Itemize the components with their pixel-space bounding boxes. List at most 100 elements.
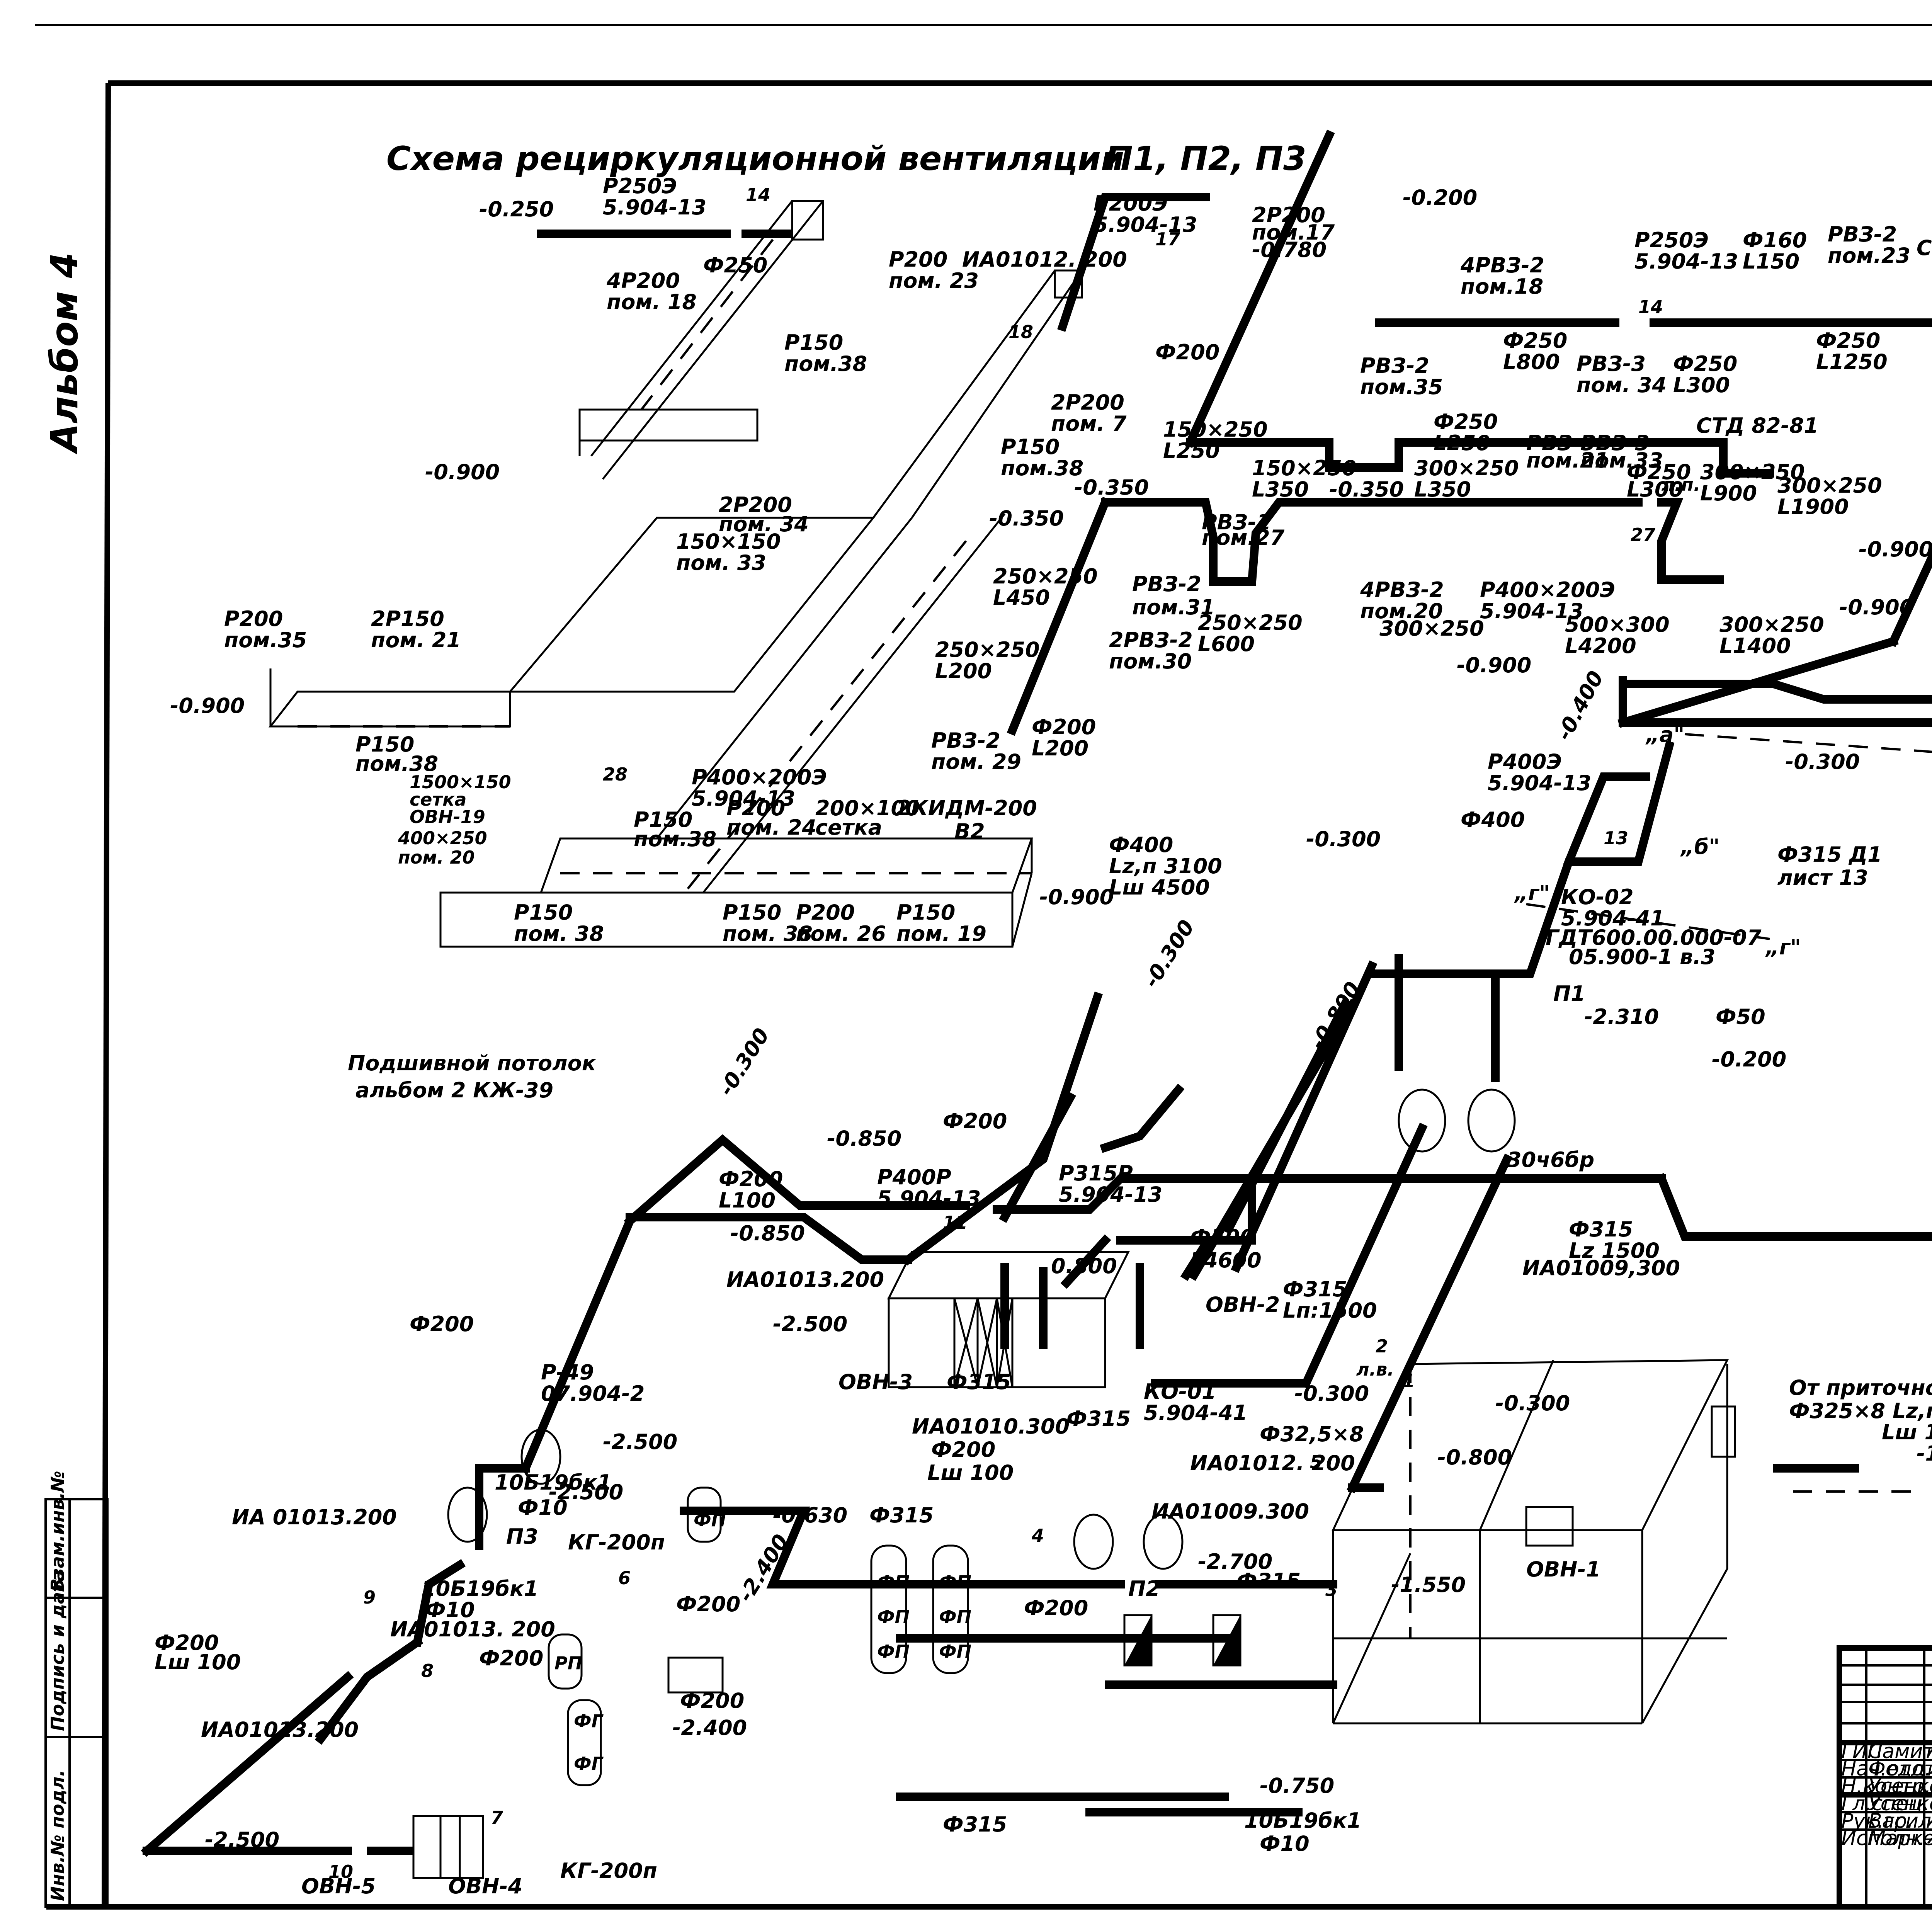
- diameter-label: Ф400: [1461, 808, 1525, 832]
- tank-label: ФП: [877, 1641, 910, 1662]
- unit-label: ОВН-5: [301, 1874, 376, 1898]
- level-mark: -0.780: [1252, 238, 1327, 262]
- grille-label: РВЗ-2: [1132, 572, 1201, 596]
- fan-standard: 07.904-2: [541, 1381, 645, 1406]
- node-number: 14: [1638, 296, 1663, 317]
- room-label: пом.38: [634, 827, 716, 851]
- length-label: L4200: [1565, 634, 1636, 658]
- damper-label: Р250Э: [1634, 228, 1709, 252]
- grille-label: 2РВЗ-2: [1109, 628, 1193, 652]
- grille-label: 2Р200: [1252, 203, 1325, 227]
- level-mark: 0.800: [1051, 1254, 1117, 1278]
- grille-label: 2Р200: [1051, 390, 1124, 415]
- length-label: L300: [1673, 373, 1730, 397]
- node-number: 17: [1155, 229, 1180, 250]
- mark-label: л.в.: [1356, 1359, 1394, 1380]
- damper-standard: 5.904-13: [1059, 1182, 1162, 1207]
- length-label: L900: [1700, 481, 1757, 505]
- diameter-label: Ф315: [1283, 1277, 1347, 1301]
- length-label: L350: [1252, 477, 1309, 502]
- room-label: пом.30: [1109, 649, 1192, 673]
- damper-label: Р250Э: [603, 174, 677, 198]
- damper-standard: 5.904-13: [877, 1186, 981, 1211]
- node-number: 3: [1325, 1579, 1338, 1600]
- tank-label: РП: [554, 1653, 582, 1673]
- fan-standard: 5.904-41: [1561, 906, 1665, 930]
- diameter-label: Ф200: [943, 1109, 1007, 1133]
- valve-label: ИА01009.300: [1151, 1499, 1309, 1524]
- valve-label: КГ-200п: [568, 1530, 665, 1554]
- stamp-vzam-inv: Взам.инв.№: [47, 1471, 68, 1592]
- node-number: 9: [363, 1587, 376, 1608]
- fan-label: КО-02: [1561, 885, 1634, 909]
- tank-label: ФГ: [574, 1711, 604, 1731]
- role-norm-control: Н.контр.: [1841, 1775, 1931, 1798]
- grille-label: 2Р150: [371, 607, 444, 631]
- diameter-label: Ф200: [410, 1312, 474, 1336]
- level-mark: -0.800: [1437, 1445, 1512, 1469]
- room-label: пом. 19: [896, 922, 986, 946]
- length-label: L600: [1198, 632, 1255, 656]
- damper-label: Р315Р: [1059, 1161, 1133, 1185]
- node-number: 14: [746, 184, 770, 205]
- level-mark: -0.300: [714, 1024, 774, 1100]
- level-mark: -0.900: [170, 694, 245, 718]
- diameter-label: Ф315: [947, 1370, 1011, 1394]
- valve-label: ИА01013.200: [726, 1267, 884, 1292]
- duct-size: 300×250: [1777, 473, 1882, 498]
- duct-size: 150×150: [676, 529, 781, 554]
- duct-size: 400×250: [398, 828, 487, 849]
- level-mark: -0.200: [1403, 185, 1477, 210]
- node-number: 5: [1310, 1452, 1322, 1473]
- diameter-label: Ф200: [155, 1631, 219, 1655]
- supply-length: Lш 100: [1882, 1420, 1932, 1444]
- duct-size: 500×300: [1565, 612, 1670, 637]
- room-label: пом.20: [1360, 599, 1443, 623]
- ovn-2-unit: [887, 1251, 1130, 1388]
- diffuser-label: СТД 82-81: [1696, 413, 1818, 438]
- room-label: пом.35: [224, 628, 307, 652]
- level-mark: -0.300: [1139, 916, 1199, 992]
- valve-label: ИА01013.200: [201, 1718, 359, 1742]
- stamp-inv-podl: Инв.№ подл.: [47, 1770, 68, 1901]
- ovn-4-5-unit: [412, 1815, 484, 1879]
- node-number: 4: [1031, 1525, 1044, 1546]
- room-label: пом.27: [1202, 526, 1285, 550]
- fan-standard: 05.900-1 в.3: [1569, 945, 1715, 969]
- damper-label: Р400Р: [877, 1165, 951, 1189]
- fans: [447, 1088, 1516, 1570]
- supply-note: От приточного оголовка: [1789, 1376, 1932, 1400]
- diameter-label: Ф315: [1236, 1569, 1301, 1593]
- drawing-title: Схема рециркуляционной вентиляции: [386, 139, 1124, 178]
- room-label: пом.18: [1461, 274, 1543, 299]
- diameter-label: Ф200: [1024, 1596, 1088, 1620]
- fan-label: ГДТ600.00.000-07: [1546, 925, 1762, 950]
- diameter-label: Ф160: [1743, 228, 1807, 252]
- duct-size: 300×250: [1719, 612, 1824, 637]
- room-label: пом. 23: [889, 269, 979, 293]
- room-label: пом.38: [355, 752, 438, 776]
- tank-label: ФП: [877, 1571, 910, 1592]
- diameter-label: Ф10: [518, 1495, 568, 1520]
- diameter-label: Ф400: [1109, 833, 1173, 857]
- level-mark: -0.750: [1260, 1774, 1334, 1798]
- node-number: 7: [491, 1807, 503, 1828]
- duct-size: 250×250: [935, 638, 1040, 662]
- diameter-label: Ф250: [1816, 328, 1880, 353]
- damper-standard: 5.904-13: [1480, 599, 1583, 623]
- systems-title: П1, П2, П3: [1105, 139, 1306, 178]
- length-label: L250: [1163, 439, 1220, 463]
- diameter-label: Ф315 Д1: [1777, 842, 1882, 867]
- node-number: 1: [1403, 1371, 1415, 1391]
- damper-standard: 5.904-13: [603, 195, 706, 219]
- grille-label: 4РВЗ-2: [1360, 578, 1444, 602]
- damper-standard: 5.904-13: [1634, 249, 1738, 274]
- level-mark: -2.500: [773, 1312, 847, 1336]
- room-label: пом.31: [1132, 595, 1215, 619]
- grille-label: Р150: [896, 900, 955, 925]
- length-label: L300: [1627, 477, 1684, 502]
- grille-label: РВЗ-3: [1577, 352, 1646, 376]
- grille-label: РВЗ-3: [1580, 431, 1650, 455]
- grille-label: Р150: [1001, 435, 1060, 459]
